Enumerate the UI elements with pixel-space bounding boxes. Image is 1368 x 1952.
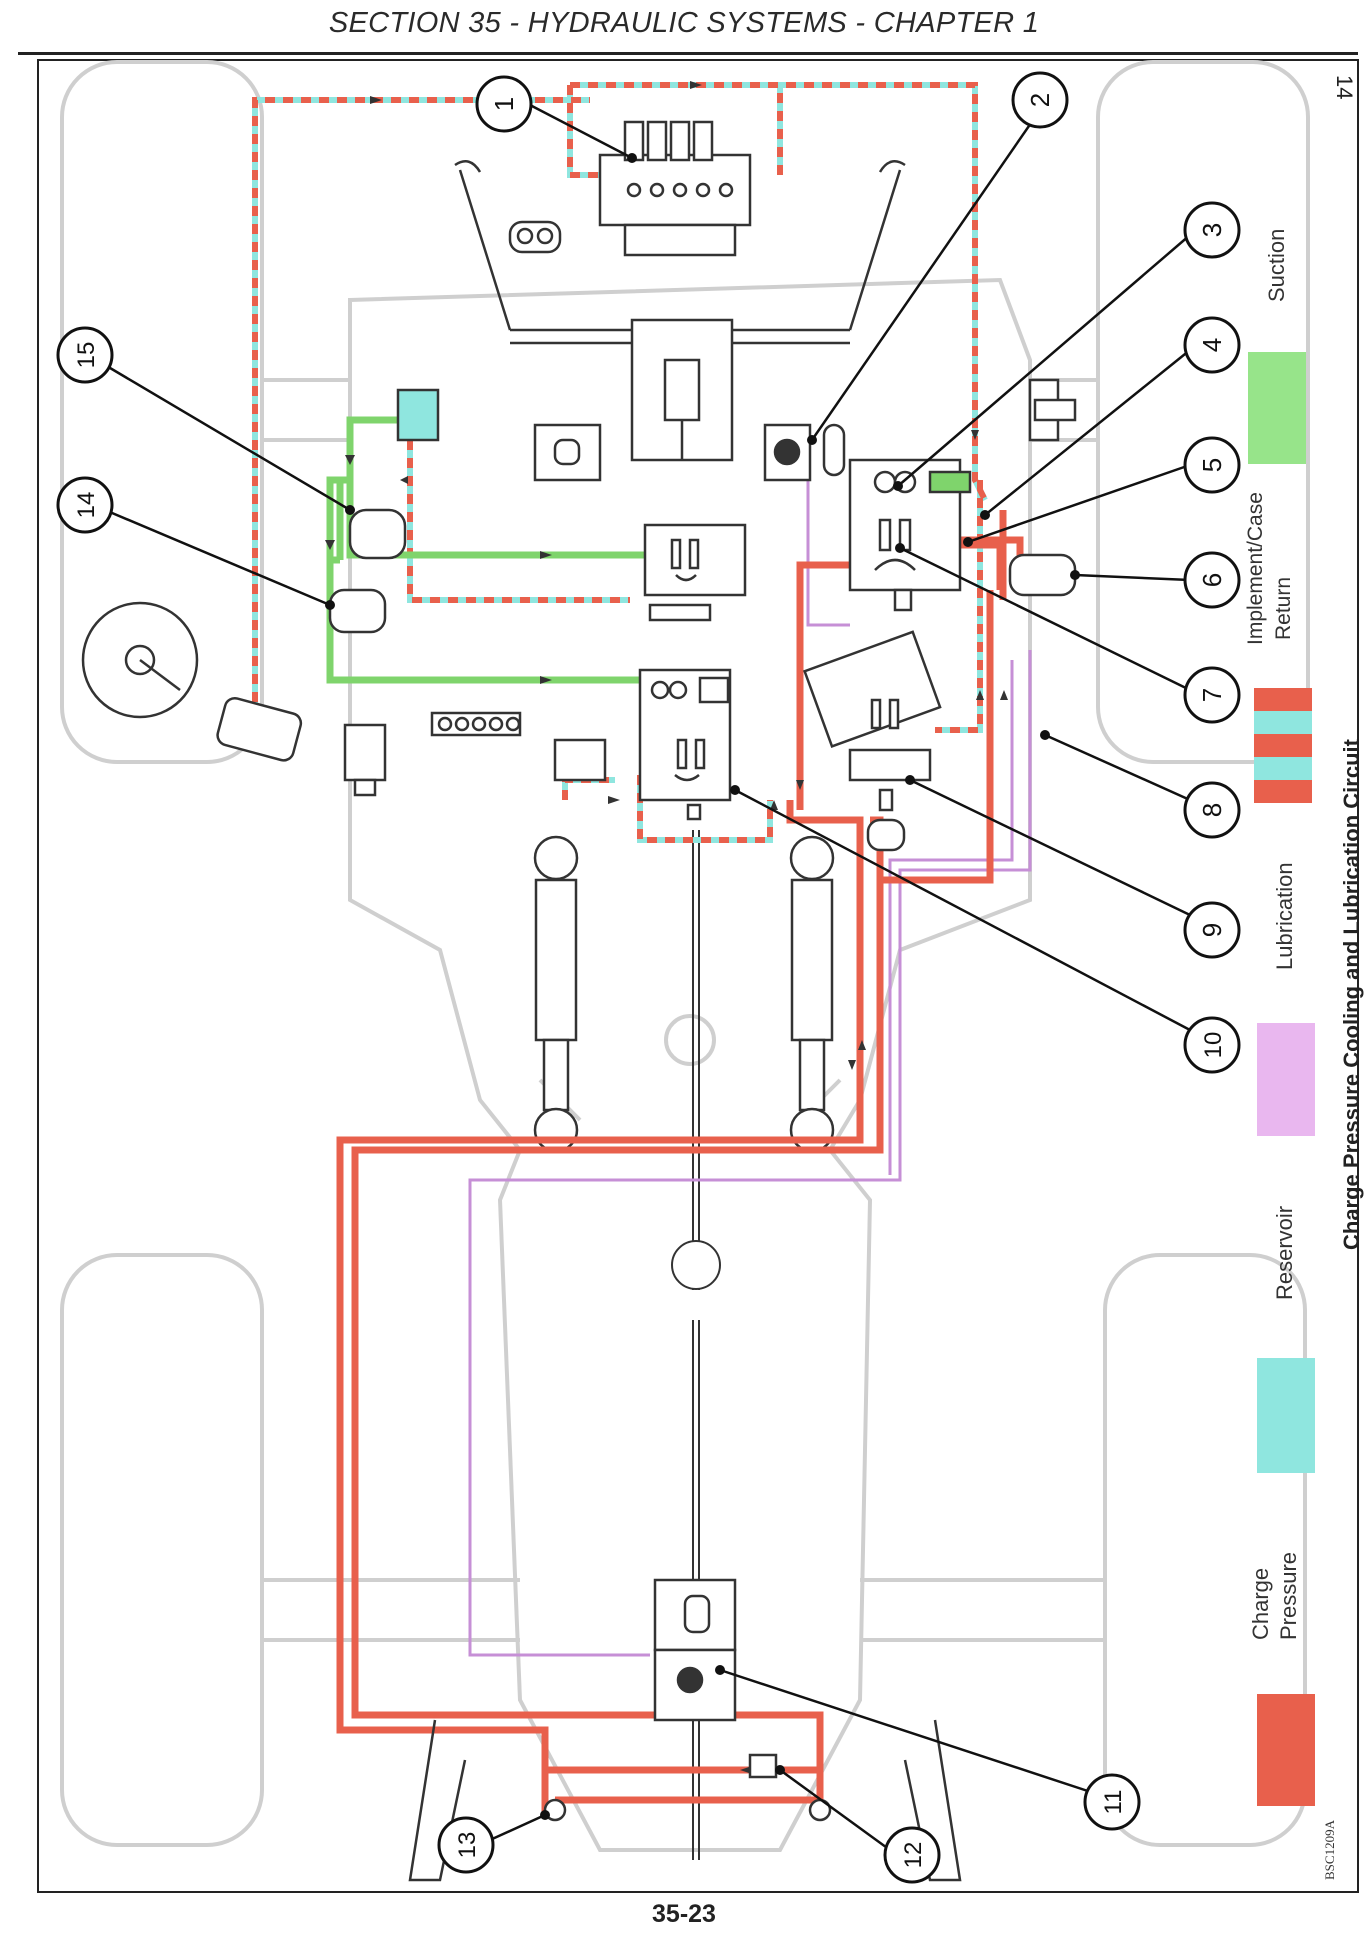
differential-lock xyxy=(533,423,602,482)
legend-swatch-return-b xyxy=(1254,711,1312,734)
callout-13-label: 13 xyxy=(454,1832,481,1859)
callout-9-label: 9 xyxy=(1197,923,1227,937)
legend-label-reservoir: Reservoir xyxy=(1272,1206,1297,1300)
main-pump xyxy=(638,668,732,821)
charge-filter xyxy=(1008,553,1077,597)
legend-label-suction: Suction xyxy=(1264,229,1289,302)
callout-circles: 1 2 3 4 5 6 7 8 xyxy=(56,71,1241,1884)
callout-2: 2 xyxy=(1011,71,1069,129)
callout-8-label: 8 xyxy=(1197,803,1227,817)
legend-swatch-return-a xyxy=(1254,688,1312,711)
front-valve-12 xyxy=(748,1753,778,1779)
tractor-body-outline xyxy=(348,277,1032,1152)
front-wheel-left xyxy=(60,1253,264,1847)
figure-title: Charge Pressure Cooling and Lubrication … xyxy=(1339,738,1364,1250)
callout-15: 15 xyxy=(56,326,114,384)
legend-swatch-lubrication xyxy=(1257,1023,1315,1136)
callout-12: 12 xyxy=(883,1826,941,1884)
suction-filter-15 xyxy=(348,508,407,560)
front-axle-housing xyxy=(653,1578,737,1722)
image-code: BSC1209A xyxy=(1322,1819,1337,1880)
legend: Charge Pressure Reservoir Lubrication Im… xyxy=(1244,229,1315,1806)
brake-valve xyxy=(343,723,387,797)
callout-leaders xyxy=(104,103,1191,1852)
legend-swatch-charge xyxy=(1257,1694,1315,1806)
components xyxy=(81,120,1077,1882)
callout-4-label: 4 xyxy=(1197,338,1227,352)
callout-1: 1 xyxy=(475,75,533,133)
legend-swatch-return-c xyxy=(1254,734,1312,757)
callout-15-label: 15 xyxy=(73,342,100,369)
figure-number: 14 xyxy=(1332,75,1357,99)
callout-11: 11 xyxy=(1083,1773,1141,1831)
legend-swatch-return-d xyxy=(1254,757,1312,780)
remote-valve-stack xyxy=(598,120,752,257)
legend-swatch-return-e xyxy=(1254,780,1312,803)
callout-4: 4 xyxy=(1183,316,1241,374)
callout-7-label: 7 xyxy=(1197,688,1227,702)
reservoir-tank xyxy=(396,388,440,442)
sensor-block xyxy=(1028,378,1077,442)
callout-10-label: 10 xyxy=(1200,1032,1227,1059)
callout-6: 6 xyxy=(1183,551,1241,609)
legend-label-return-1: Implement/Case xyxy=(1244,492,1267,645)
callout-2-label: 2 xyxy=(1025,93,1055,107)
page-header: SECTION 35 - HYDRAULIC SYSTEMS - CHAPTER… xyxy=(328,7,1040,39)
callout-6-label: 6 xyxy=(1197,573,1227,587)
callout-5: 5 xyxy=(1183,436,1241,494)
callout-3: 3 xyxy=(1183,201,1241,259)
rear-wheel-left xyxy=(60,60,264,764)
legend-swatch-reservoir xyxy=(1257,1358,1315,1473)
pto-pump xyxy=(763,423,846,482)
callout-12-label: 12 xyxy=(900,1842,927,1869)
legend-label-lubrication: Lubrication xyxy=(1272,862,1297,970)
legend-label-return-2: Return xyxy=(1272,577,1295,640)
coupler-strip xyxy=(430,711,522,737)
leader-arrowheads xyxy=(325,153,1080,1820)
legend-label-charge-2: Pressure xyxy=(1276,1552,1301,1640)
suction-filter-14 xyxy=(328,588,387,634)
callout-3-label: 3 xyxy=(1197,223,1227,237)
legend-label-charge-1: Charge xyxy=(1248,1568,1273,1640)
front-frame-outline xyxy=(497,1148,873,1852)
solenoid-box xyxy=(553,738,607,782)
callout-13: 13 xyxy=(437,1816,495,1874)
callout-7: 7 xyxy=(1183,666,1241,724)
callout-1-label: 1 xyxy=(489,97,519,111)
callout-14: 14 xyxy=(56,476,114,534)
header-rule xyxy=(18,52,1358,55)
callout-5-label: 5 xyxy=(1197,458,1227,472)
three-point-hitch xyxy=(454,160,906,462)
callout-8: 8 xyxy=(1183,781,1241,839)
control-valve xyxy=(643,523,747,622)
callout-9: 9 xyxy=(1183,901,1241,959)
callout-11-label: 11 xyxy=(1100,1790,1127,1815)
steering-wheel xyxy=(81,601,303,762)
callout-14-label: 14 xyxy=(73,492,100,519)
hydrostatic-pump xyxy=(848,458,972,612)
hydrostatic-motor xyxy=(803,630,942,852)
page-number: 35-23 xyxy=(652,1900,716,1928)
figure-frame xyxy=(37,59,1359,1893)
valve-block-left xyxy=(508,220,562,254)
lubrication-lines xyxy=(468,480,1032,1657)
rear-wheel-right xyxy=(1096,60,1310,764)
lift-cylinders xyxy=(533,835,835,1153)
legend-swatch-suction xyxy=(1248,352,1306,464)
callout-10: 10 xyxy=(1183,1016,1241,1074)
front-wheel-right xyxy=(1103,1253,1307,1847)
